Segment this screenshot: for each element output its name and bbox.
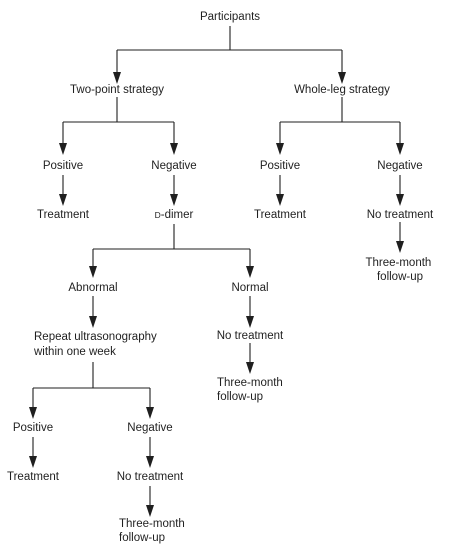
node-normal-followup: Three-month follow-up (217, 377, 286, 403)
node-rep-positive: Positive (13, 422, 53, 434)
node-repeat-ultrasonography: Repeat ultrasonography within one week (33, 331, 160, 358)
d-dimer-small-caps: D (155, 210, 161, 220)
arrowhead (29, 456, 37, 468)
arrowhead (246, 362, 254, 374)
node-normal: Normal (231, 282, 268, 294)
arrowhead (170, 194, 178, 206)
wl-followup-line2: follow-up (377, 271, 423, 283)
arrowhead (113, 72, 121, 84)
connectors (32, 26, 401, 509)
repeat-line2: within one week (33, 346, 116, 358)
rep-followup-line2: follow-up (119, 532, 165, 544)
node-wl-negative: Negative (377, 160, 422, 172)
connector-two-point-split (62, 97, 175, 147)
wl-followup-line1: Three-month (365, 257, 431, 269)
arrowhead (89, 316, 97, 328)
node-tp-positive: Positive (43, 160, 83, 172)
arrowhead (59, 194, 67, 206)
repeat-line1: Repeat ultrasonography (34, 331, 157, 343)
node-two-point-strategy: Two-point strategy (70, 84, 164, 96)
arrowhead (396, 194, 404, 206)
connector-participants-split (116, 26, 343, 76)
arrowhead (146, 456, 154, 468)
arrowhead (246, 316, 254, 328)
node-rep-negative: Negative (127, 422, 172, 434)
arrowhead (89, 266, 97, 278)
node-rep-no-treatment: No treatment (117, 471, 184, 483)
node-normal-no-treatment: No treatment (217, 330, 284, 342)
arrowhead (146, 407, 154, 419)
node-wl-positive: Positive (260, 160, 300, 172)
node-tp-negative: Negative (151, 160, 196, 172)
node-wl-treatment: Treatment (254, 209, 307, 221)
node-d-dimer: D-dimer (155, 209, 194, 221)
node-whole-leg-strategy: Whole-leg strategy (294, 84, 390, 96)
arrowhead (246, 266, 254, 278)
arrowhead (396, 143, 404, 155)
arrowhead (276, 194, 284, 206)
arrowhead (170, 143, 178, 155)
connector-whole-leg-split (279, 97, 401, 147)
node-tp-treatment: Treatment (37, 209, 90, 221)
node-wl-followup: Three-month follow-up (365, 257, 434, 283)
node-participants: Participants (200, 11, 260, 23)
rep-followup-line1: Three-month (119, 518, 185, 530)
node-rep-treatment: Treatment (7, 471, 60, 483)
arrowhead (396, 241, 404, 253)
node-labels: Participants Two-point strategy Whole-le… (7, 11, 434, 544)
arrowhead (276, 143, 284, 155)
node-wl-no-treatment: No treatment (367, 209, 434, 221)
arrowhead (59, 143, 67, 155)
arrowhead (146, 505, 154, 517)
normal-followup-line1: Three-month (217, 377, 283, 389)
node-abnormal: Abnormal (68, 282, 117, 294)
arrowhead (338, 72, 346, 84)
arrowheads (29, 72, 404, 517)
arrowhead (29, 407, 37, 419)
d-dimer-suffix: -dimer (161, 209, 194, 221)
connector-ddimer-split (92, 224, 251, 270)
connector-repeat-split (32, 362, 151, 411)
normal-followup-line2: follow-up (217, 391, 263, 403)
node-rep-followup: Three-month follow-up (119, 518, 188, 544)
